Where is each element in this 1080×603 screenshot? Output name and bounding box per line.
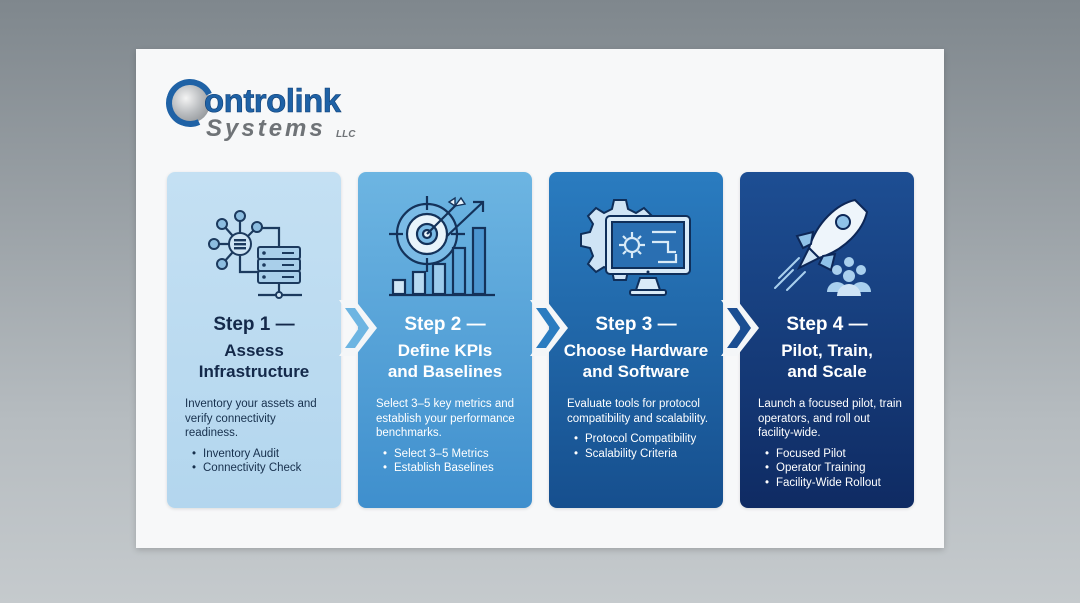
bullet-item: Select 3–5 Metrics — [376, 447, 522, 462]
bullet-item: Focused Pilot — [758, 447, 904, 462]
bullet-item: Connectivity Check — [185, 461, 331, 476]
step-bullets: Inventory Audit Connectivity Check — [185, 447, 331, 476]
step-number: Step 3 — — [595, 314, 677, 335]
network-server-icon — [208, 210, 302, 299]
step-name-line2: and Baselines — [387, 362, 503, 381]
step-description: Inventory your assets and verify connect… — [185, 398, 317, 439]
step-card-2: Step 2 — Define KPIs and Baselines Selec… — [358, 172, 532, 508]
step-bullets: Focused Pilot Operator Training Facility… — [758, 447, 904, 491]
step-name-line2: and Scale — [787, 362, 867, 381]
logo-llc: LLC — [336, 129, 356, 140]
step-description: Select 3–5 key metrics and establish you… — [376, 398, 515, 439]
bullet-item: Scalability Criteria — [567, 447, 713, 462]
step-description: Launch a focused pilot, train operators,… — [758, 398, 902, 439]
step-description-block: Evaluate tools for protocol compatibilit… — [567, 397, 713, 461]
step-card-3: Step 3 — Choose Hardware and Software Ev… — [549, 172, 723, 508]
step-name-line2: Infrastructure — [198, 362, 310, 381]
step-number: Step 2 — — [404, 314, 486, 335]
bullet-item: Facility-Wide Rollout — [758, 476, 904, 491]
step-description-block: Launch a focused pilot, train operators,… — [758, 397, 904, 490]
target-chart-icon — [389, 196, 495, 297]
step-bullets: Protocol Compatibility Scalability Crite… — [567, 432, 713, 461]
step-title: Step 1 — Assess Infrastructure — [167, 314, 341, 382]
bullet-item: Protocol Compatibility — [567, 432, 713, 447]
step-bullets: Select 3–5 Metrics Establish Baselines — [376, 447, 522, 476]
bullet-item: Establish Baselines — [376, 461, 522, 476]
bullet-item: Operator Training — [758, 461, 904, 476]
step-name-line1: Define KPIs — [397, 341, 493, 360]
bullet-item: Inventory Audit — [185, 447, 331, 462]
chevron-right-icon — [721, 300, 759, 356]
step-description-block: Inventory your assets and verify connect… — [185, 397, 331, 476]
step-name-line2: and Software — [582, 362, 690, 381]
logo-wordmark-systems: Systems — [206, 115, 326, 142]
step-number: Step 1 — — [213, 314, 295, 335]
step-card-1: Step 1 — Assess Infrastructure Inventory… — [167, 172, 341, 508]
step-description: Evaluate tools for protocol compatibilit… — [567, 398, 709, 425]
step-title: Step 2 — Define KPIs and Baselines — [358, 314, 532, 382]
chevron-right-icon — [530, 300, 568, 356]
step-name-line1: Choose Hardware — [563, 341, 709, 360]
slide: ontrolink Systems LLC — [136, 49, 944, 548]
step-name-line1: Pilot, Train, — [781, 341, 873, 360]
step-number: Step 4 — — [786, 314, 868, 335]
rocket-team-icon — [774, 198, 871, 296]
globe-icon — [170, 83, 210, 123]
step-card-4: Step 4 — Pilot, Train, and Scale Launch … — [740, 172, 914, 508]
chevron-right-icon — [339, 300, 377, 356]
company-logo: ontrolink Systems LLC — [159, 72, 366, 149]
step-title: Step 3 — Choose Hardware and Software — [549, 314, 723, 382]
step-name-line1: Assess — [224, 341, 284, 360]
gear-monitor-icon — [580, 199, 691, 296]
step-description-block: Select 3–5 key metrics and establish you… — [376, 397, 522, 476]
step-title: Step 4 — Pilot, Train, and Scale — [740, 314, 914, 382]
logo-wordmark-controlink: ontrolink — [204, 82, 342, 119]
